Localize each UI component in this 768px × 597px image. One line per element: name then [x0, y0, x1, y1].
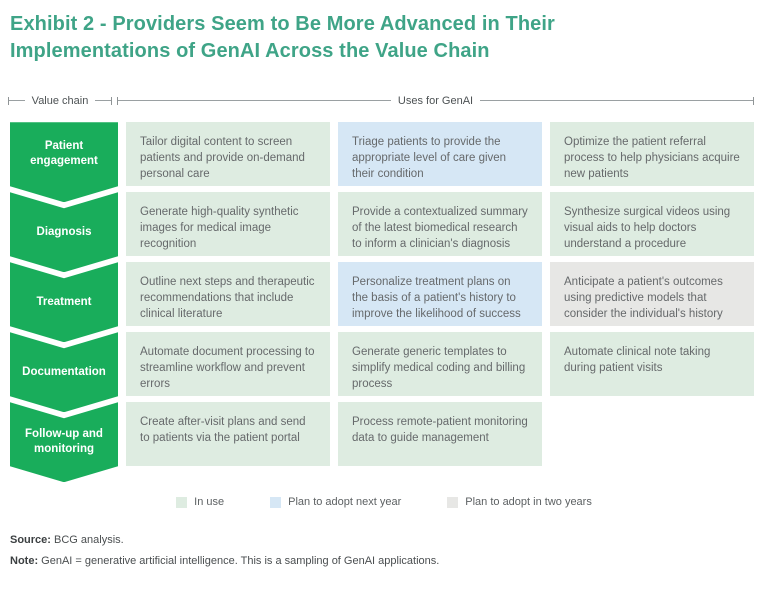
genai-use-cell: Process remote-patient monitoring data t…	[338, 402, 542, 467]
axis-line	[9, 100, 25, 102]
stage-slot: Follow-up and monitoring	[10, 402, 118, 466]
source-line: Source: BCG analysis.	[10, 530, 754, 551]
genai-use-cell: Automate document processing to streamli…	[126, 332, 330, 397]
genai-use-cell: Create after-visit plans and send to pat…	[126, 402, 330, 467]
legend-label: Plan to adopt in two years	[465, 496, 592, 509]
uses-for-genai-axis: Uses for GenAI	[117, 94, 755, 107]
genai-use-cell: Triage patients to provide the appropria…	[338, 122, 542, 187]
stage-chevron-diagnosis: Diagnosis	[10, 192, 118, 272]
footer: Source: BCG analysis. Note: GenAI = gene…	[10, 530, 754, 572]
legend-item-adopt-two-years: Plan to adopt in two years	[447, 496, 592, 508]
legend-item-adopt-next-year: Plan to adopt next year	[270, 496, 401, 508]
genai-use-cell: Generate generic templates to simplify m…	[338, 332, 542, 397]
value-chain-label: Value chain	[31, 94, 89, 107]
stage-chevron-treatment: Treatment	[10, 262, 118, 342]
axis-tick	[111, 96, 113, 105]
genai-use-cell: Automate clinical note taking during pat…	[550, 332, 754, 397]
adopt-two-years-swatch-icon	[447, 496, 459, 508]
adopt-next-year-swatch-icon	[270, 496, 282, 508]
genai-use-cell: Synthesize surgical videos using visual …	[550, 192, 754, 257]
note-label: Note:	[10, 555, 39, 568]
legend: In use Plan to adopt next year Plan to a…	[0, 496, 768, 508]
stage-chevron-documentation: Documentation	[10, 332, 118, 412]
legend-label: Plan to adopt next year	[288, 496, 402, 509]
source-label: Source:	[10, 534, 51, 547]
source-text: BCG analysis.	[50, 534, 124, 547]
note-text: GenAI = generative artificial intelligen…	[38, 555, 440, 568]
stage-slot: Diagnosis	[10, 192, 118, 256]
genai-use-cell: Optimize the patient referral process to…	[550, 122, 754, 187]
note-line: Note: GenAI = generative artificial inte…	[10, 551, 754, 572]
stage-chevron-follow-up-monitoring: Follow-up and monitoring	[10, 402, 118, 482]
genai-use-cell: Generate high-quality synthetic images f…	[126, 192, 330, 257]
genai-use-cell: Provide a contextualized summary of the …	[338, 192, 542, 257]
axis-tick	[117, 96, 118, 105]
stage-slot: Patient engagement	[10, 122, 118, 186]
axis-header: Value chain Uses for GenAI	[8, 94, 755, 107]
stage-slot: Documentation	[10, 332, 118, 396]
value-chain-axis: Value chain	[8, 94, 113, 107]
stage-chevron-patient-engagement: Patient engagement	[10, 122, 118, 202]
legend-label: In use	[194, 496, 225, 509]
genai-use-cell: Tailor digital content to screen patient…	[126, 122, 330, 187]
legend-item-in-use: In use	[176, 496, 224, 508]
exhibit-page: Exhibit 2 - Providers Seem to Be More Ad…	[0, 11, 768, 597]
genai-use-cell: Anticipate a patient's outcomes using pr…	[550, 262, 754, 327]
axis-tick	[8, 96, 9, 105]
stage-slot: Treatment	[10, 262, 118, 326]
exhibit-title: Exhibit 2 - Providers Seem to Be More Ad…	[10, 13, 555, 62]
uses-for-genai-label: Uses for GenAI	[397, 94, 474, 107]
empty-cell	[550, 402, 754, 466]
value-chain-grid: Patient engagement Tailor digital conten…	[10, 122, 754, 466]
genai-use-cell: Personalize treatment plans on the basis…	[338, 262, 542, 327]
axis-line	[118, 100, 391, 102]
axis-line	[480, 100, 754, 102]
in-use-swatch-icon	[176, 496, 188, 508]
axis-tick	[753, 96, 755, 105]
genai-use-cell: Outline next steps and therapeutic recom…	[126, 262, 330, 327]
axis-line	[95, 100, 112, 102]
